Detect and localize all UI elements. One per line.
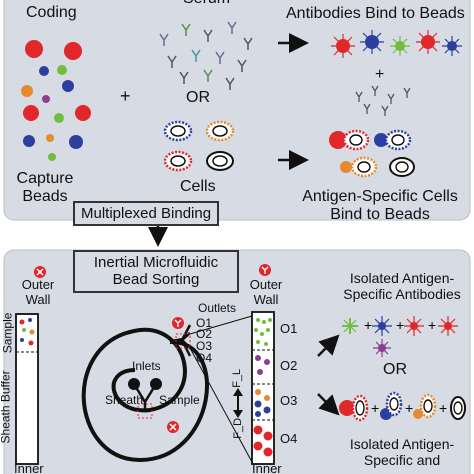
label-sheath-buffer: Sheath Buffer bbox=[0, 370, 13, 444]
right-channel bbox=[251, 311, 275, 465]
zoom-line-top bbox=[189, 315, 253, 335]
isolated-cells: + + + bbox=[339, 391, 466, 422]
bead bbox=[64, 42, 82, 60]
label-multiplexed-binding: Multiplexed Binding bbox=[73, 201, 220, 227]
force-arrows bbox=[233, 388, 243, 418]
label-coding: Coding bbox=[26, 4, 77, 21]
outlet-icon bbox=[172, 317, 184, 329]
outlet-zoom-box bbox=[175, 333, 191, 349]
bound-cells bbox=[329, 129, 415, 178]
svg-text:+: + bbox=[428, 317, 436, 333]
label-isolated-antibodies: Isolated Antigen- Specific Antibodies bbox=[343, 270, 461, 303]
bead bbox=[25, 40, 43, 58]
arrow-out-cells bbox=[317, 393, 340, 416]
label-force-lift: F_L bbox=[231, 368, 244, 388]
label-antigen-cells-bind: Antigen-Specific Cells Bind to Beads bbox=[302, 188, 458, 224]
label-outlet-o3-right: O3 bbox=[280, 393, 298, 408]
outer-wall-icon-left bbox=[34, 266, 46, 278]
antibody-bound-beads bbox=[331, 30, 462, 58]
bead bbox=[21, 85, 33, 97]
label-sample-inlet: Sample bbox=[159, 393, 200, 407]
serum-antibodies bbox=[159, 21, 253, 90]
unbound-antibodies bbox=[355, 85, 411, 116]
bead bbox=[23, 135, 35, 147]
label-isolated-cells: Isolated Antigen- Specific and bbox=[349, 436, 455, 469]
bead bbox=[48, 153, 56, 161]
label-capture-beads: Capture Beads bbox=[16, 170, 74, 206]
bead bbox=[62, 80, 74, 92]
bead bbox=[54, 113, 64, 123]
label-sample-vertical: Sample bbox=[0, 312, 15, 354]
label-outlet-o1: O1 bbox=[196, 316, 213, 330]
bead bbox=[75, 105, 91, 121]
label-outer-wall-right: Outer Wall bbox=[249, 277, 283, 307]
bead bbox=[69, 135, 83, 149]
label-outer-wall-left: Outer Wall bbox=[21, 277, 55, 307]
label-outlet-o4-right: O4 bbox=[280, 431, 298, 446]
label-or-top: OR bbox=[186, 89, 210, 106]
label-outlet-o1-right: O1 bbox=[280, 321, 298, 336]
label-cells: Cells bbox=[180, 178, 216, 195]
svg-text:+: + bbox=[371, 400, 379, 416]
label-outlet-o3: O3 bbox=[196, 339, 213, 353]
svg-text:+: + bbox=[405, 400, 413, 416]
isolated-antibodies: + + + bbox=[342, 316, 458, 357]
left-channel bbox=[15, 313, 39, 465]
label-outlet-o2-right: O2 bbox=[280, 358, 298, 373]
svg-text:+: + bbox=[439, 400, 447, 416]
bead bbox=[42, 95, 50, 103]
bead bbox=[23, 105, 39, 121]
plus-sign-unbound: + bbox=[375, 66, 385, 83]
bead bbox=[46, 134, 54, 142]
label-outlets: Outlets bbox=[198, 301, 237, 315]
svg-text:+: + bbox=[396, 317, 404, 333]
bead bbox=[57, 65, 67, 75]
zoom-line-bottom bbox=[189, 347, 253, 463]
svg-text:+: + bbox=[364, 317, 372, 333]
label-force-drag: F_D bbox=[232, 417, 245, 439]
label-or-bottom: OR bbox=[383, 361, 407, 378]
bead bbox=[39, 66, 49, 76]
inlet-icon bbox=[167, 421, 179, 433]
capture-beads-group bbox=[21, 40, 91, 161]
label-outlet-o2: O2 bbox=[196, 327, 213, 341]
inlets bbox=[128, 378, 162, 419]
label-inner-right: Inner bbox=[252, 461, 282, 474]
plus-sign: + bbox=[120, 86, 131, 106]
label-serum: Serum bbox=[183, 0, 230, 8]
label-sorting-title: Inertial Microfluidic Bead Sorting bbox=[73, 250, 239, 293]
label-sheath-inlet: Sheath bbox=[105, 393, 144, 407]
label-antibodies-bind: Antibodies Bind to Beads bbox=[286, 5, 465, 22]
label-inner-left: Inner bbox=[14, 461, 44, 474]
outer-wall-icon-right bbox=[259, 264, 271, 276]
cells-group bbox=[163, 120, 235, 172]
label-inlets: Inlets bbox=[132, 359, 161, 373]
label-outlet-o4: O4 bbox=[196, 351, 213, 365]
arrow-out-antibodies bbox=[317, 334, 340, 357]
